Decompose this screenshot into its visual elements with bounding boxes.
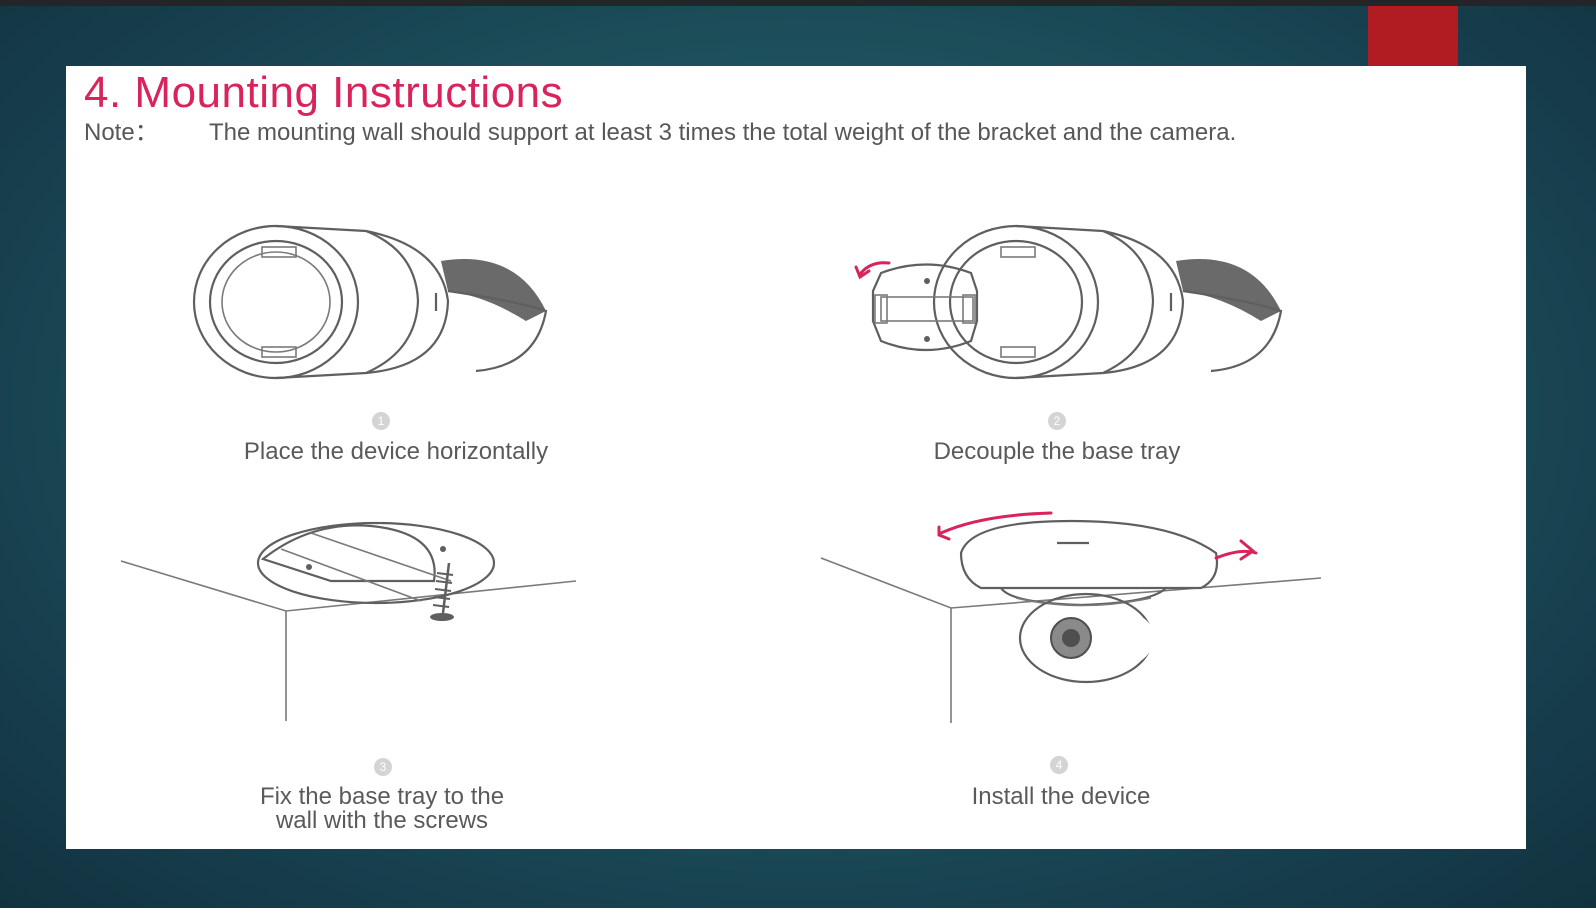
step-caption-2: Decouple the base tray <box>933 438 1181 465</box>
decouple-base-icon <box>854 224 1283 380</box>
page-title: 4. Mounting Instructions <box>84 68 564 117</box>
step-caption-1: Place the device horizontally <box>243 438 549 465</box>
top-strip <box>0 0 1596 6</box>
step-number-2: 2 <box>1048 412 1066 430</box>
note-label: Note： <box>84 119 159 146</box>
step-caption-3-line-2: wall with the screws <box>275 807 489 834</box>
step-caption-3-line-1: Fix the base tray to the <box>259 783 505 810</box>
install-device-icon <box>820 511 1322 723</box>
accent-tab <box>1368 6 1458 66</box>
note-text: The mounting wall should support at leas… <box>209 119 1237 146</box>
fix-base-tray-icon <box>120 521 577 721</box>
step-caption-4: Install the device <box>971 783 1151 810</box>
step-number-3: 3 <box>374 758 392 776</box>
instruction-document: 4. Mounting Instructions Note： The mount… <box>66 66 1526 849</box>
camera-side-icon <box>192 224 548 380</box>
step-number-4: 4 <box>1050 756 1068 774</box>
step-number-1: 1 <box>372 412 390 430</box>
